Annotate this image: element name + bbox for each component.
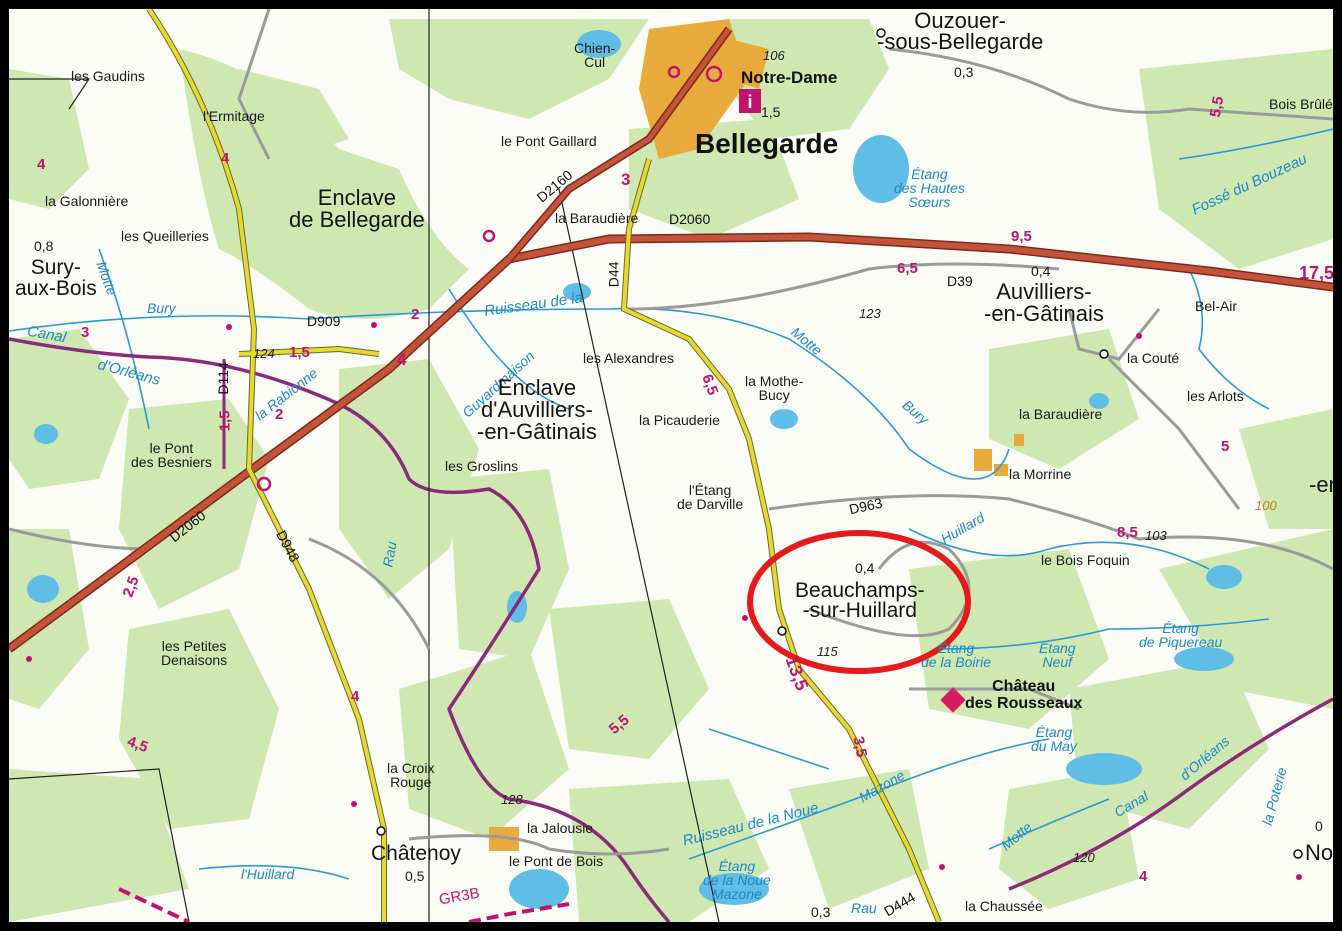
label-km-3-a: 3 bbox=[81, 324, 90, 341]
label-elev-124: 124 bbox=[253, 346, 275, 361]
label-elev-123: 123 bbox=[859, 306, 881, 321]
label-etang-may: Étang du May bbox=[1031, 724, 1077, 754]
label-bury-w: Bury bbox=[147, 300, 176, 316]
label-rau-s: Rau bbox=[851, 900, 877, 916]
label-chatenoy: Châtenoy bbox=[371, 842, 461, 865]
label-km-8-5: 8,5 bbox=[1117, 524, 1138, 541]
label-le-pont-de-bois: le Pont de Bois bbox=[509, 853, 604, 869]
label-km-1-5-v: 1,5 bbox=[216, 410, 234, 432]
label-les-arlots: les Arlots bbox=[1187, 388, 1244, 404]
label-enclave-bellegarde: Enclave de Bellegarde bbox=[289, 185, 425, 232]
label-les-queilleries: les Queilleries bbox=[121, 228, 209, 244]
label-km-4-c: 4 bbox=[397, 350, 407, 369]
label-etang-piquereau: Étang de Piquereau bbox=[1139, 620, 1223, 650]
label-km-0-3-s: 0,3 bbox=[811, 904, 831, 920]
label-la-mothe-bucy: la Mothe- Bucy bbox=[745, 373, 804, 403]
label-elev-100: 100 bbox=[1255, 498, 1277, 513]
label-bellegarde: Bellegarde bbox=[695, 128, 839, 159]
label-la-galonniere: la Galonnière bbox=[45, 193, 129, 209]
label-km-5-e: 5 bbox=[1221, 438, 1230, 455]
label-elev-106: 106 bbox=[763, 48, 785, 63]
canal-boundary bbox=[9, 337, 1333, 922]
label-bois-brule: Bois Brûlé bbox=[1269, 96, 1333, 112]
label-chatenoy-km: 0,5 bbox=[405, 868, 425, 884]
label-la-chaussee: la Chaussée bbox=[965, 898, 1043, 914]
label-la-morrine: la Morrine bbox=[1009, 466, 1072, 482]
label-la-jalousie: la Jalousie bbox=[527, 820, 594, 836]
label-km-0-4-e: 0,4 bbox=[1031, 263, 1051, 279]
map-symbols: i bbox=[26, 28, 1303, 880]
label-les-gaudins: les Gaudins bbox=[71, 68, 145, 84]
label-etang-neuf: Étang Neuf bbox=[1039, 640, 1076, 670]
label-en-partial: -en bbox=[1309, 472, 1341, 497]
label-km-4-b: 4 bbox=[221, 150, 230, 167]
label-l-huillard: l'Huillard bbox=[241, 866, 295, 882]
label-km-5-5-e: 5,5 bbox=[1206, 95, 1228, 119]
label-la-baraudiere-n: la Baraudière bbox=[555, 210, 639, 226]
boundaries bbox=[9, 9, 720, 922]
label-bel-air: Bel-Air bbox=[1195, 298, 1238, 314]
label-d2060-n: D2060 bbox=[669, 211, 711, 227]
label-elev-115: 115 bbox=[817, 644, 838, 659]
label-no-partial: No bbox=[1305, 840, 1334, 865]
label-d39: D39 bbox=[947, 273, 973, 289]
label-km-0-8: 0,8 bbox=[34, 238, 54, 254]
gr-hiking-trail bbox=[118, 887, 190, 922]
svg-text:i: i bbox=[747, 92, 752, 112]
water-bodies bbox=[27, 30, 1242, 909]
label-la-coute: la Couté bbox=[1127, 350, 1180, 366]
label-le-bois-foquin: le Bois Foquin bbox=[1041, 552, 1130, 568]
label-la-picauderie: la Picauderie bbox=[639, 412, 720, 428]
label-auvilliers: Auvilliers- -en-Gâtinais bbox=[984, 279, 1104, 326]
label-km-1-5-top: 1,5 bbox=[761, 104, 781, 120]
label-km-1-5-w: 1,5 bbox=[289, 344, 310, 361]
label-km-0-partial: 0 bbox=[1315, 818, 1323, 834]
label-km-4-s: 4 bbox=[1139, 868, 1148, 885]
label-km-3-b: 3 bbox=[621, 170, 631, 189]
label-km-2-b: 2 bbox=[275, 406, 284, 423]
label-sury: Sury- aux-Bois bbox=[15, 256, 97, 300]
label-les-petites-denaisons: les Petites Denaisons bbox=[161, 638, 228, 668]
label-etang-noue-mazone: Étang de la Noue Mazone bbox=[703, 858, 771, 902]
label-etang-darville: l'Étang de Darville bbox=[677, 482, 744, 512]
label-km-4-a: 4 bbox=[37, 156, 46, 173]
label-km-6-5-e: 6,5 bbox=[897, 260, 918, 277]
streams bbox=[9, 128, 1333, 880]
label-la-croix-rouge: la Croix Rouge bbox=[387, 760, 435, 790]
label-l-ermitage: l'Ermitage bbox=[203, 108, 265, 124]
label-beauchamps: Beauchamps- -sur-Huillard bbox=[795, 579, 925, 622]
label-ouzouer: Ouzouer- -sous-Bellegarde bbox=[877, 8, 1044, 54]
highlight-circle bbox=[747, 530, 971, 674]
forest-areas bbox=[9, 19, 1333, 922]
label-les-alexandres: les Alexandres bbox=[583, 350, 675, 366]
label-elev-128: 128 bbox=[501, 792, 523, 807]
label-etang-hautes-soeurs: Étang des Hautes Sœurs bbox=[894, 166, 965, 210]
label-d909: D909 bbox=[307, 313, 341, 329]
label-la-baraudiere-e: la Baraudière bbox=[1019, 406, 1103, 422]
label-ouzouer-km: 0,3 bbox=[954, 64, 974, 80]
label-notre-dame: Notre-Dame bbox=[741, 68, 838, 87]
label-km-4-d: 4 bbox=[351, 688, 360, 705]
label-km-3-5: 3,5 bbox=[849, 735, 870, 759]
label-le-pont-besniers: le Pont des Besniers bbox=[131, 440, 212, 470]
main-road-d2060 bbox=[9, 26, 1333, 653]
map-canvas: i bbox=[9, 9, 1333, 922]
label-enclave-auvilliers: Enclave d'Auvilliers- -en-Gâtinais bbox=[477, 375, 597, 444]
label-etang-boirie: Étang de la Boirie bbox=[921, 640, 992, 670]
label-le-pont-gaillard: le Pont Gaillard bbox=[501, 133, 597, 149]
label-km-9-5: 9,5 bbox=[1011, 228, 1032, 245]
label-d114: D114 bbox=[214, 362, 231, 395]
label-km-17-5: 17,5 bbox=[1299, 263, 1335, 283]
label-d44: D44 bbox=[605, 261, 622, 288]
label-elev-103: 103 bbox=[1145, 528, 1167, 543]
label-elev-120: 120 bbox=[1073, 850, 1095, 865]
label-chien-cul: Chien- Cul bbox=[574, 40, 616, 70]
label-km-0-4-c: 0,4 bbox=[855, 560, 875, 576]
label-les-groslins: les Groslins bbox=[445, 458, 519, 474]
label-km-2-a: 2 bbox=[411, 306, 420, 323]
label-chateau-rousseaux: Château des Rousseaux bbox=[965, 678, 1083, 712]
